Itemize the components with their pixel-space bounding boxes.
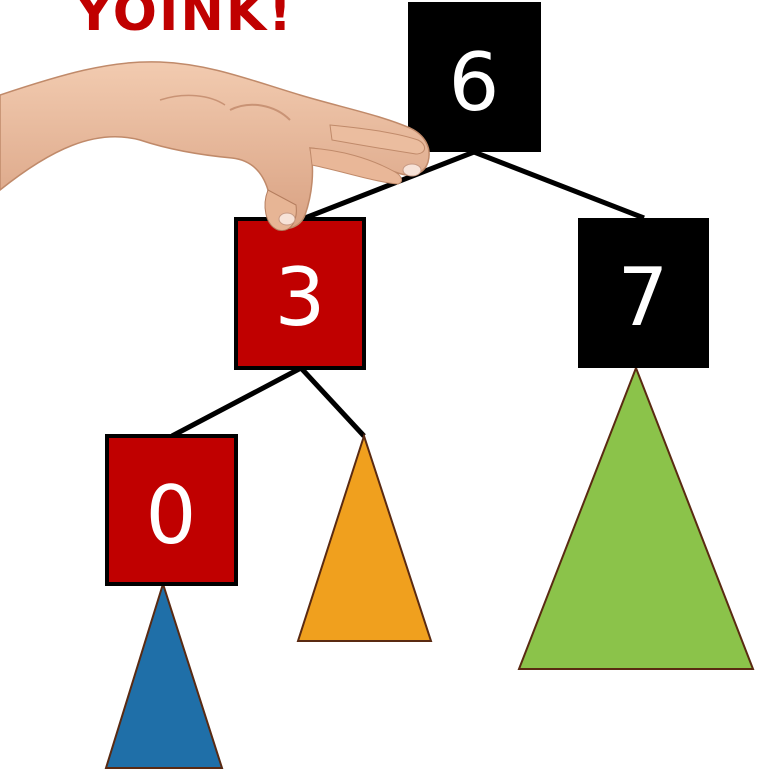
- subtree-triangle-orange: [298, 436, 431, 641]
- edge-6-7: [474, 152, 644, 218]
- node-3[interactable]: 3: [236, 219, 364, 368]
- node-6[interactable]: 6: [408, 2, 541, 152]
- node-7[interactable]: 7: [578, 218, 709, 368]
- hand-pinch-icon: [0, 62, 429, 231]
- yoink-caption: YOINK!: [74, 0, 294, 43]
- edge-3-0: [172, 368, 301, 436]
- node-label: 7: [618, 251, 669, 344]
- node-label: 0: [146, 469, 197, 562]
- node-label: 6: [449, 36, 500, 129]
- node-label: 3: [275, 251, 326, 344]
- node-0[interactable]: 0: [107, 436, 236, 584]
- edge-3-subtree: [301, 368, 364, 436]
- subtree-triangle-blue: [106, 584, 222, 768]
- subtree-triangle-green: [519, 368, 753, 669]
